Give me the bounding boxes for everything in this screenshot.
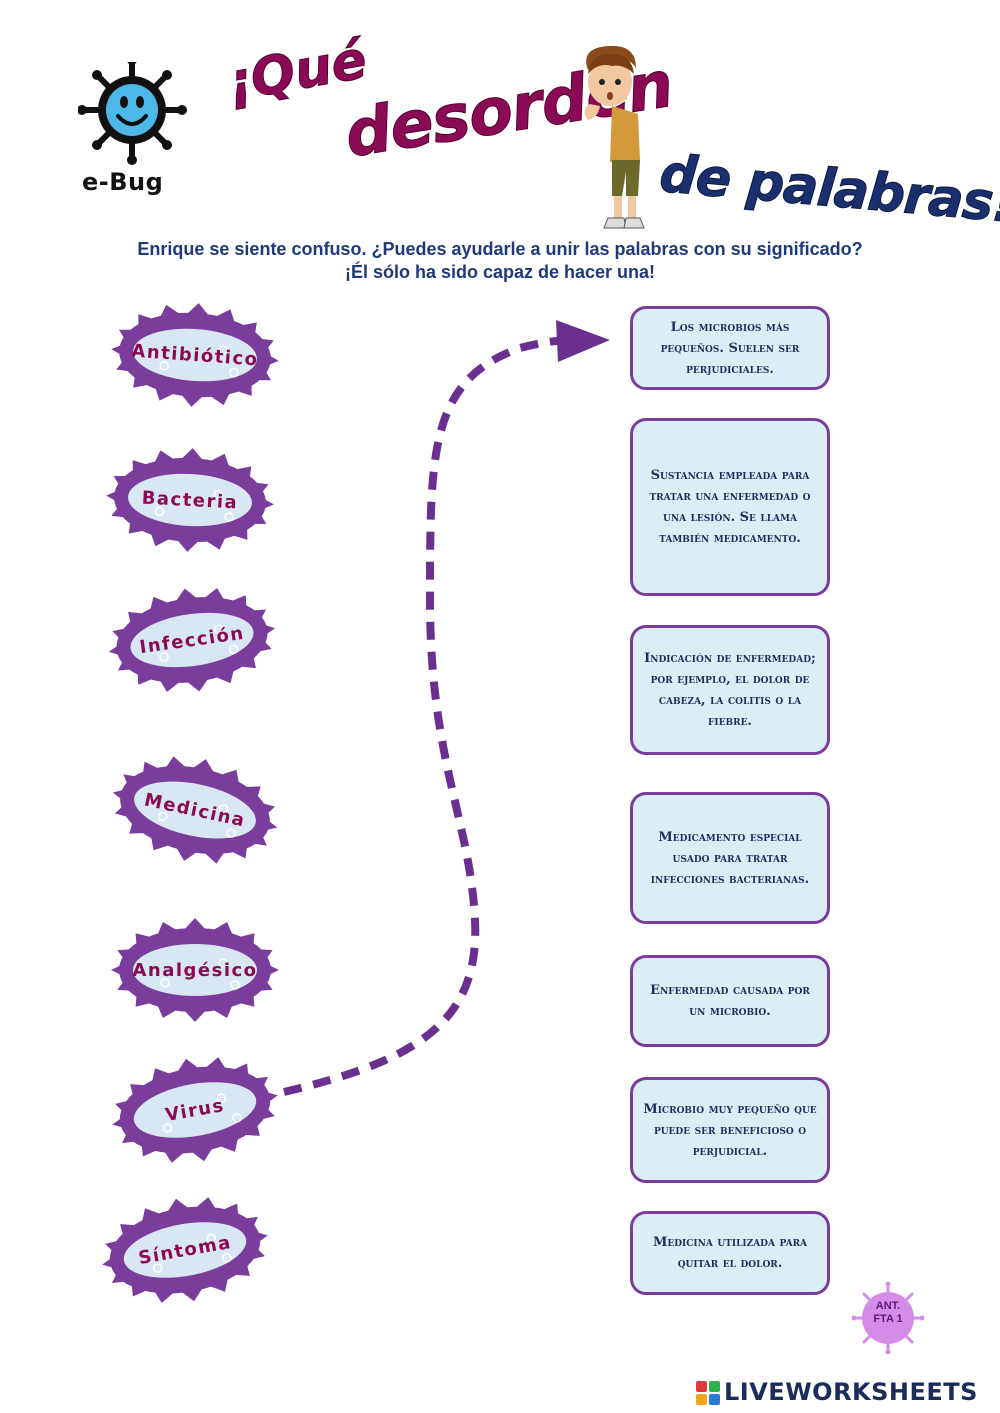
- definition-box-7[interactable]: Medicina utilizada para quitar el dolor.: [630, 1211, 830, 1295]
- definition-box-5[interactable]: Enfermedad causada por un microbio.: [630, 955, 830, 1047]
- germ-dot-3: [228, 644, 239, 655]
- germ-shape-icon: [106, 448, 274, 552]
- definition-text: Medicamento especial usado para tratar i…: [650, 829, 810, 887]
- germ-dot-2: [219, 804, 229, 814]
- germ-dot-3: [230, 980, 240, 990]
- word-germ-1[interactable]: Antibiótico: [95, 290, 295, 420]
- definition-box-3[interactable]: Indicación de enfermedad; por ejemplo, e…: [630, 625, 830, 755]
- germ-shape-icon: [111, 303, 279, 407]
- definition-text: Enfermedad causada por un microbio.: [650, 983, 810, 1019]
- germ-inner: [134, 781, 256, 839]
- germ-shape-icon: [112, 1057, 278, 1163]
- word-label: Infección: [138, 622, 246, 658]
- definition-text: Microbio muy pequeño que puede ser benef…: [643, 1101, 817, 1159]
- germ-dot-2: [206, 1233, 217, 1243]
- liveworksheets-logo-icon: [696, 1381, 720, 1405]
- bug-icon: [78, 62, 187, 165]
- germ-shape-icon: [112, 756, 278, 864]
- germ-dot-3: [232, 1113, 242, 1123]
- logo-text: e-Bug: [82, 168, 164, 196]
- germ-inner: [133, 1082, 257, 1138]
- definition-box-6[interactable]: Microbio muy pequeño que puede ser benef…: [630, 1077, 830, 1183]
- germ-dot-2: [216, 1093, 227, 1103]
- germ-dot-3: [226, 828, 236, 838]
- germ-dot-2: [218, 958, 228, 968]
- germ-inner: [128, 473, 252, 527]
- germ-shape-icon: [111, 918, 279, 1022]
- germ-dot-1: [160, 978, 170, 988]
- word-germ-2[interactable]: Bacteria: [90, 435, 290, 565]
- definition-text: Medicina utilizada para quitar el dolor.: [652, 1235, 808, 1271]
- word-germ-4[interactable]: Medicina: [95, 745, 295, 875]
- footer-brand: LIVEWORKSHEETS: [724, 1378, 978, 1406]
- instructions: Enrique se siente confuso. ¿Puedes ayuda…: [60, 238, 940, 284]
- germ-dot-1: [152, 1263, 163, 1273]
- germ-dot-2: [214, 624, 224, 634]
- germ-dot-3: [229, 368, 239, 378]
- title-line-3: de palabras!: [657, 144, 1000, 236]
- germ-inner: [123, 1222, 247, 1278]
- worksheet-code-line-2: FTA 1: [873, 1313, 903, 1325]
- worksheet-code: ANT. FTA 1: [852, 1300, 924, 1326]
- word-label: Analgésico: [132, 959, 258, 981]
- definition-box-2[interactable]: Sustancia empleada para tratar una enfer…: [630, 418, 830, 596]
- germ-dot-1: [162, 1123, 173, 1133]
- word-germ-6[interactable]: Virus: [95, 1045, 295, 1175]
- germ-inner: [133, 328, 257, 382]
- germ-dot-1: [159, 652, 169, 662]
- worksheet-badge-icon: [852, 1282, 924, 1354]
- germ-dot-2: [213, 489, 224, 500]
- word-label: Bacteria: [141, 486, 239, 514]
- word-label: Medicina: [142, 789, 248, 831]
- example-connection-arrow: [283, 320, 610, 1096]
- word-label: Antibiótico: [130, 340, 260, 370]
- germ-inner: [133, 944, 257, 996]
- definition-text: Sustancia empleada para tratar una enfer…: [649, 468, 811, 546]
- instructions-line-2: ¡Él sólo ha sido capaz de hacer una!: [344, 262, 656, 282]
- germ-dot-3: [224, 512, 234, 522]
- word-label: Síntoma: [136, 1231, 234, 1269]
- word-germ-7[interactable]: Síntoma: [85, 1185, 285, 1315]
- definition-box-4[interactable]: Medicamento especial usado para tratar i…: [630, 792, 830, 924]
- definition-text: Indicación de enfermedad; por ejemplo, e…: [644, 651, 816, 729]
- germ-dot-1: [158, 811, 168, 822]
- definition-box-1[interactable]: Los microbios más pequeños. Suelen ser p…: [630, 306, 830, 390]
- germ-shape-icon: [108, 587, 276, 693]
- confused-boy-illustration: [584, 45, 645, 229]
- worksheet-code-line-1: ANT.: [875, 1300, 901, 1312]
- germ-dot-2: [218, 345, 229, 355]
- germ-shape-icon: [102, 1197, 268, 1303]
- word-germ-5[interactable]: Analgésico: [95, 905, 295, 1035]
- germ-dot-1: [159, 361, 169, 371]
- word-label: Virus: [163, 1094, 227, 1126]
- instructions-line-1: Enrique se siente confuso. ¿Puedes ayuda…: [137, 239, 863, 259]
- word-germ-3[interactable]: Infección: [92, 575, 292, 705]
- definition-text: Los microbios más pequeños. Suelen ser p…: [660, 319, 800, 377]
- germ-dot-1: [154, 506, 165, 517]
- germ-dot-3: [222, 1253, 232, 1263]
